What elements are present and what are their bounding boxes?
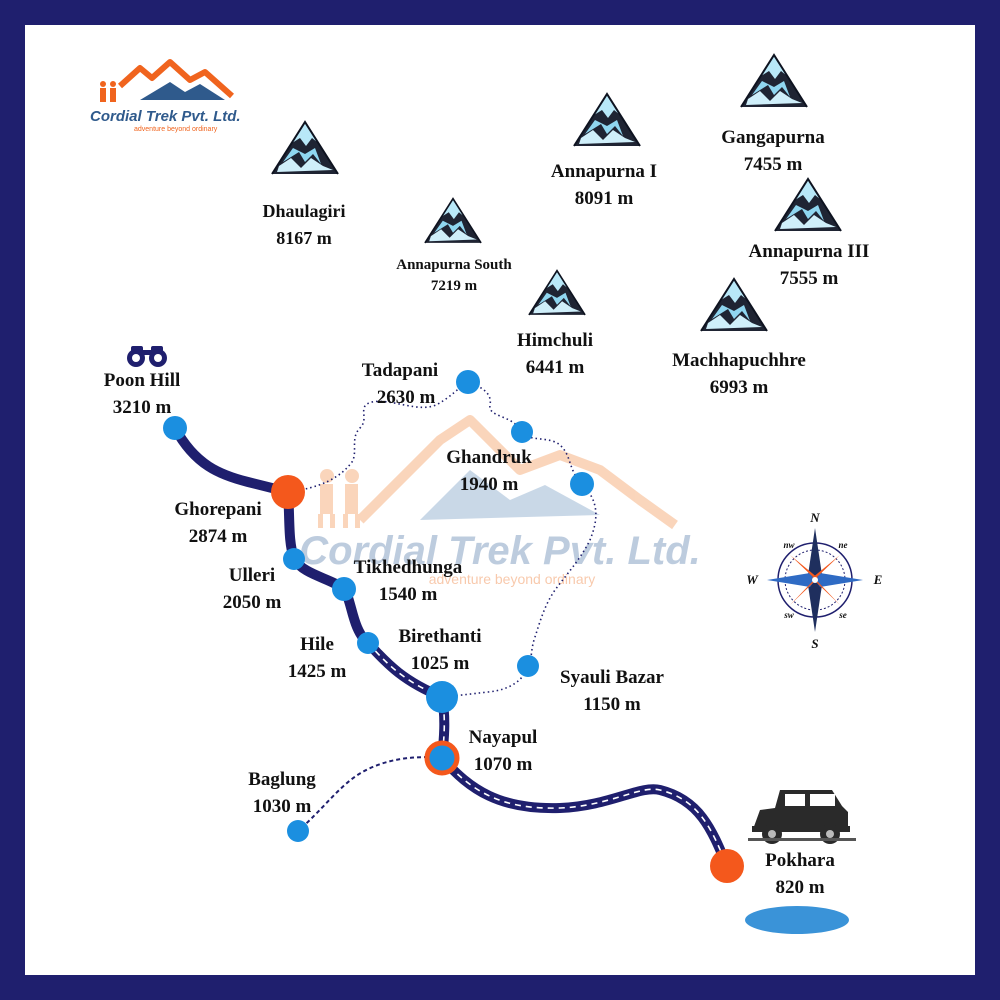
watermark-name: Cordial Trek Pvt. Ltd. (299, 529, 701, 573)
compass-nw: nw (783, 540, 795, 550)
stop-tikhedhunga[interactable] (332, 577, 356, 601)
compass-s: S (811, 636, 818, 651)
place-elevation: 3210 m (113, 397, 172, 418)
place-name: Pokhara (765, 850, 835, 871)
place-name: Baglung (248, 769, 316, 790)
place-name: Hile (300, 634, 334, 655)
peak-name: Dhaulagiri (262, 201, 345, 221)
compass-e: E (873, 572, 883, 587)
compass-rose-icon: N S E W nw ne sw se (746, 510, 882, 651)
place-elevation: 1070 m (474, 754, 533, 775)
place-elevation: 1540 m (379, 584, 438, 605)
peak-icon-dhaulagiri (271, 121, 339, 175)
stop-poon-hill[interactable] (163, 416, 187, 440)
place-elevation: 2874 m (189, 526, 248, 547)
compass-ne: ne (839, 540, 848, 550)
stop-pokhara[interactable] (710, 849, 744, 883)
peak-name: Machhapuchhre (672, 350, 806, 371)
stop-hile[interactable] (357, 632, 379, 654)
dashed-route-nayapul-baglung (297, 756, 443, 832)
jeep-icon (748, 790, 856, 844)
peak-icon-annapurna-i (573, 93, 641, 147)
trek-map: Cordial Trek Pvt. Ltd. adventure beyond … (90, 54, 883, 934)
peak-icon-machhapuchhre (700, 278, 768, 332)
place-elevation: 1425 m (288, 661, 347, 682)
place-name: Tikhedhunga (354, 557, 463, 578)
binoculars-icon (127, 346, 167, 367)
main-trail-dash (367, 642, 728, 867)
stop-tadapani[interactable] (456, 370, 480, 394)
peak-elevation: 8167 m (276, 228, 332, 248)
stop-ghandruk[interactable] (570, 472, 594, 496)
watermark-tagline: adventure beyond ordinary (429, 571, 596, 587)
compass-sw: sw (783, 610, 795, 620)
place-elevation: 1030 m (253, 796, 312, 817)
dotted-route-tadapani-syauli (467, 381, 597, 667)
map-panel: Cordial Trek Pvt. Ltd. adventure beyond … (25, 25, 975, 975)
stop-ghorepani[interactable] (271, 475, 305, 509)
peak-elevation: 8091 m (575, 188, 634, 209)
place-elevation: 1150 m (583, 694, 641, 715)
peak-name: Himchuli (517, 330, 593, 351)
place-name: Tadapani (362, 360, 438, 381)
brand-logo: Cordial Trek Pvt. Ltd. adventure beyond … (90, 59, 241, 133)
lake-icon (745, 906, 849, 934)
place-name: Ulleri (229, 565, 275, 586)
brand-name: Cordial Trek Pvt. Ltd. (90, 108, 241, 125)
compass-se: se (838, 610, 847, 620)
watermark-hikers-icon (318, 469, 360, 528)
logo-hikers-icon (100, 81, 116, 102)
peak-icon-annapurna-south (424, 197, 482, 244)
compass-w: W (746, 572, 759, 587)
dotted-route-ghorepani-tadapani (287, 381, 469, 493)
stop-nayapul[interactable] (424, 740, 460, 776)
place-name: Ghandruk (446, 447, 532, 468)
peak-icon-himchuli (528, 269, 586, 316)
brand-tagline: adventure beyond ordinary (134, 126, 218, 133)
place-name: Syauli Bazar (560, 667, 665, 688)
peak-name: Annapurna South (396, 257, 512, 273)
stop-ghandruk-upper[interactable] (511, 421, 533, 443)
peak-name: Annapurna I (551, 161, 657, 182)
stop-baglung[interactable] (287, 820, 309, 842)
place-name: Nayapul (469, 727, 538, 748)
peak-elevation: 6441 m (526, 357, 585, 378)
place-elevation: 1025 m (411, 653, 470, 674)
place-elevation: 2630 m (377, 387, 436, 408)
stop-syauli-bazar[interactable] (517, 655, 539, 677)
watermark: Cordial Trek Pvt. Ltd. adventure beyond … (299, 415, 701, 587)
peak-name: Gangapurna (721, 127, 825, 148)
place-elevation: 2050 m (223, 592, 282, 613)
peak-elevation: 6993 m (710, 377, 769, 398)
dotted-route-syauli-birethanti (441, 665, 529, 698)
peak-name: Annapurna III (749, 241, 870, 262)
place-elevation: 1940 m (460, 474, 519, 495)
place-name: Ghorepani (174, 499, 261, 520)
place-name: Poon Hill (104, 370, 181, 391)
peak-icon-annapurna-iii (774, 178, 842, 232)
stop-ulleri[interactable] (283, 548, 305, 570)
peak-elevation: 7455 m (744, 154, 803, 175)
place-elevation: 820 m (775, 877, 824, 898)
compass-n: N (809, 510, 820, 525)
peak-elevation: 7555 m (780, 268, 839, 289)
peak-elevation: 7219 m (431, 278, 478, 294)
place-name: Birethanti (398, 626, 481, 647)
peak-icon-gangapurna (740, 54, 808, 108)
stop-birethanti[interactable] (426, 681, 458, 713)
